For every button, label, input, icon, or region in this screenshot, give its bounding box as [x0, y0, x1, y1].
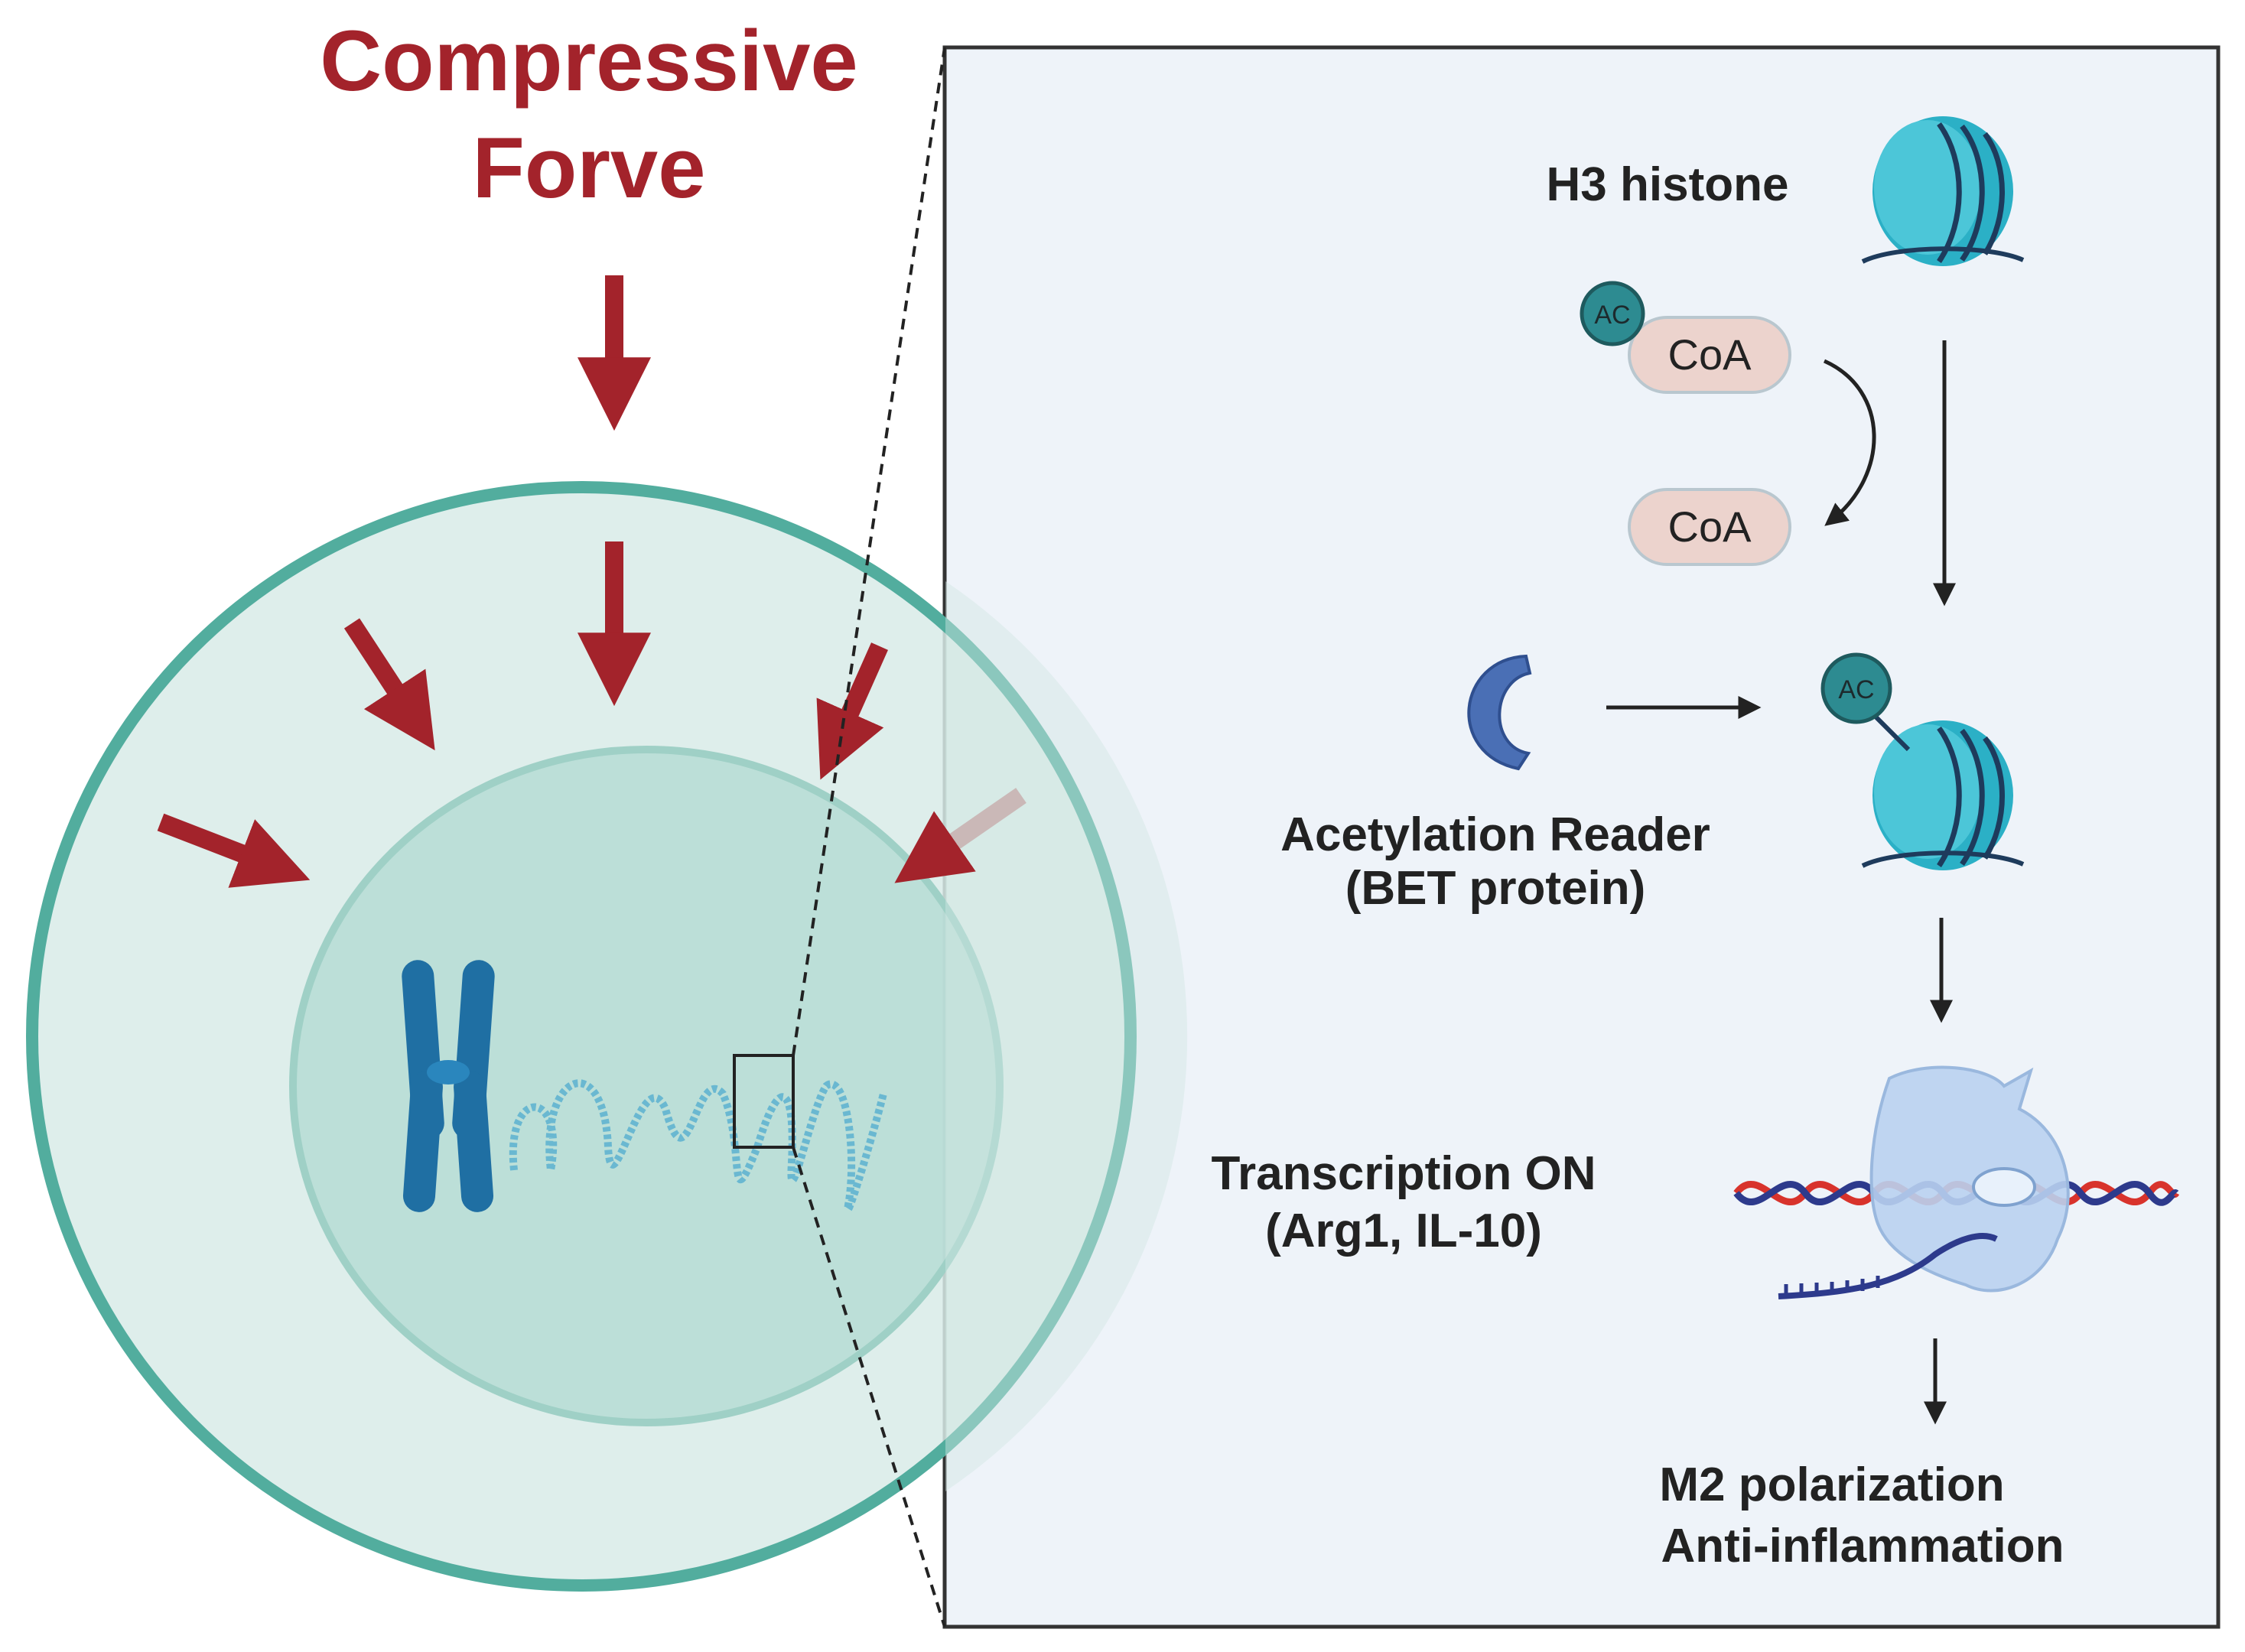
ac-tether [1872, 713, 1911, 752]
title-line1: Compressive [320, 13, 857, 109]
ac-circle-top [1580, 281, 1645, 346]
chromatin-strand [509, 1079, 887, 1213]
cell-overlap-shade [945, 581, 1188, 1491]
force-arrow-upper-right [816, 642, 888, 780]
ac-circle-bound [1820, 652, 1892, 724]
nucleosome-top [1861, 116, 2025, 266]
chromosome [402, 960, 495, 1212]
reader-label-line1: Acetylation Reader [1280, 808, 1710, 861]
h3-histone-label: H3 histone [1547, 158, 1789, 211]
transcription-label-line1: Transcription ON [1212, 1147, 1596, 1200]
zoom-guide-upper [792, 47, 946, 1056]
coa-release-arrow [1823, 359, 1876, 526]
mrna-strand [1778, 1233, 1998, 1299]
force-arrows [157, 275, 1027, 888]
acetyl-coa: CoA AC [1580, 281, 1791, 394]
force-arrow-left [157, 813, 311, 888]
coa-top-label: CoA [1668, 330, 1752, 379]
polymerase-channel [1972, 1167, 2036, 1207]
mrna-bases [1784, 1276, 1880, 1296]
nucleosome-acetylated [1861, 720, 2025, 870]
force-arrow-upper-left [343, 618, 435, 751]
zoom-region [733, 1054, 795, 1149]
ac-top-label: AC [1594, 301, 1630, 330]
reader-label-line2: (BET protein) [1345, 862, 1646, 915]
transcription-label-line2: (Arg1, IL-10) [1265, 1205, 1542, 1257]
title-line2: Forve [473, 120, 706, 216]
bet-protein-icon [1467, 654, 1532, 771]
outcome-label-line2: Anti-inflammation [1661, 1520, 2064, 1572]
nucleus [289, 746, 1004, 1426]
ac-bound-label: AC [1838, 675, 1874, 704]
coa-bottom-label: CoA [1668, 502, 1752, 551]
zoom-guide-lower [792, 1146, 946, 1628]
coa-pill-bottom [1628, 488, 1791, 566]
rna-polymerase-icon [1869, 1065, 2070, 1293]
transcription-complex [1733, 1065, 2180, 1299]
outcome-label-line1: M2 polarization [1659, 1459, 2004, 1511]
coa-pill-top [1628, 316, 1791, 394]
force-arrow-right-faded [894, 788, 1027, 883]
